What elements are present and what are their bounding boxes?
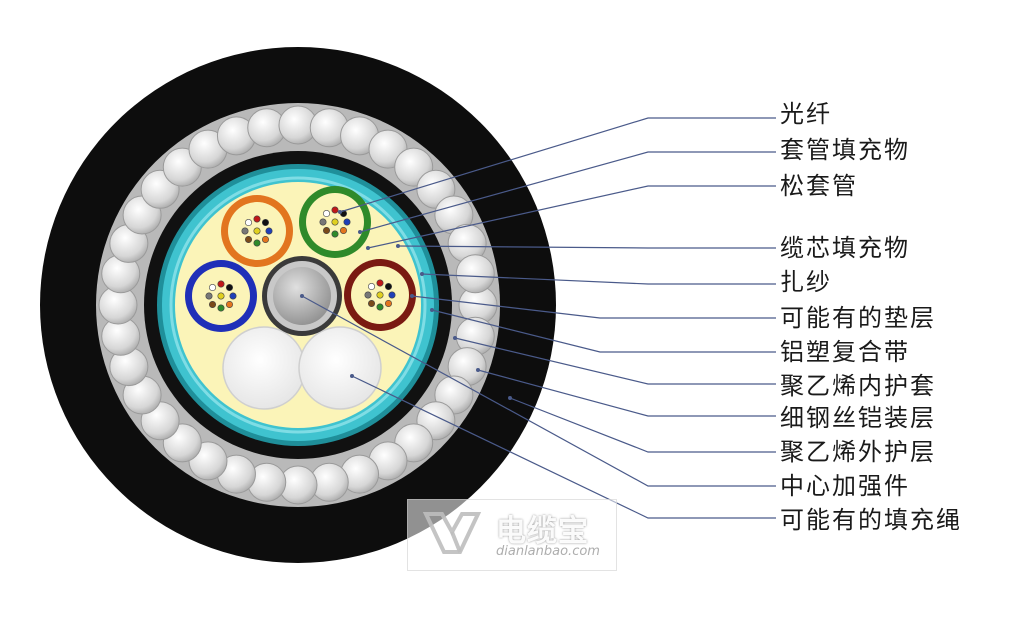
leader-line-3 [367, 185, 776, 249]
watermark-url: dianlanbao.com [496, 544, 600, 559]
watermark-title: 电缆宝 [496, 514, 589, 549]
leader-line-1 [339, 117, 776, 213]
optical-fiber [384, 299, 392, 307]
leader-line-5 [421, 273, 776, 285]
leader-lines [300, 117, 776, 519]
optical-fiber [245, 235, 253, 243]
optical-fiber [217, 280, 225, 288]
optical-fiber [253, 215, 261, 223]
watermark: 电缆宝 dianlanbao.com [407, 499, 617, 571]
leader-line-12 [351, 375, 776, 519]
leader-line-8 [454, 337, 776, 385]
watermark-logo-icon [422, 512, 482, 554]
optical-fiber [253, 227, 261, 235]
leader-line-6 [411, 295, 776, 319]
leader-line-10 [509, 397, 776, 453]
optical-fiber [261, 235, 269, 243]
optical-fiber [241, 227, 249, 235]
optical-fiber [261, 219, 269, 227]
leader-dot [430, 308, 434, 312]
loose-tube-brown [344, 259, 416, 331]
optical-fiber [384, 283, 392, 291]
optical-fiber [323, 226, 331, 234]
optical-fiber [331, 218, 339, 226]
optical-fiber [323, 210, 331, 218]
label-optical-fiber: 光纤 [780, 100, 832, 128]
label-loose-tube: 松套管 [780, 172, 858, 200]
optical-fiber [217, 304, 225, 312]
loose-tube-green [299, 186, 371, 258]
optical-fiber [331, 206, 339, 214]
label-core-filler: 缆芯填充物 [780, 234, 910, 262]
leader-line-7 [431, 309, 776, 353]
label-tube-filler: 套管填充物 [780, 136, 910, 164]
label-outer-sheath: 聚乙烯外护层 [780, 438, 936, 466]
leader-dot [358, 230, 362, 234]
leader-line-2 [359, 151, 776, 233]
loose-tube-orange [221, 195, 293, 267]
optical-fiber [376, 303, 384, 311]
label-aluminum-tape: 铝塑复合带 [780, 338, 910, 366]
optical-fiber [245, 219, 253, 227]
filler-rope-left [222, 326, 306, 410]
leader-dot [453, 336, 457, 340]
steel-wire-armor [98, 105, 498, 505]
filler-rope-right [298, 326, 382, 410]
optical-fiber [225, 284, 233, 292]
optical-fiber [229, 292, 237, 300]
optical-fiber [209, 300, 217, 308]
armor-wire [455, 254, 495, 294]
optical-fiber [376, 291, 384, 299]
label-central-strength-member: 中心加强件 [780, 472, 910, 500]
leader-dot [410, 294, 414, 298]
leader-line-11 [301, 295, 776, 487]
leader-dot [350, 374, 354, 378]
optical-fiber [209, 284, 217, 292]
optical-fiber [368, 299, 376, 307]
loose-tube-blue [185, 260, 257, 332]
optical-fiber [376, 279, 384, 287]
label-binder-yarn: 扎纱 [780, 268, 832, 296]
leader-line-9 [477, 369, 776, 417]
leader-dot [476, 368, 480, 372]
label-inner-sheath: 聚乙烯内护套 [780, 372, 936, 400]
leader-dot [396, 244, 400, 248]
leader-dot [338, 210, 342, 214]
label-optional-bedding: 可能有的垫层 [780, 304, 936, 332]
leader-dot [300, 294, 304, 298]
loose-tubes [185, 186, 416, 332]
optical-fiber [225, 300, 233, 308]
label-optional-filler-rope: 可能有的填充绳 [780, 506, 962, 534]
leader-dot [366, 246, 370, 250]
optical-fiber [331, 230, 339, 238]
leader-dot [508, 396, 512, 400]
aluminum-tape-inner-line [169, 176, 427, 434]
leader-dot [420, 272, 424, 276]
optical-fiber [253, 239, 261, 247]
optical-fiber [388, 291, 396, 299]
leader-line-4 [397, 245, 776, 249]
optical-fiber [265, 227, 273, 235]
label-steel-wire-armor: 细钢丝铠装层 [780, 404, 936, 432]
optical-fiber [205, 292, 213, 300]
optical-fiber [319, 218, 327, 226]
optical-fiber [368, 283, 376, 291]
optical-fiber [364, 291, 372, 299]
optical-fiber [339, 226, 347, 234]
optical-fiber [343, 218, 351, 226]
optical-fiber [217, 292, 225, 300]
